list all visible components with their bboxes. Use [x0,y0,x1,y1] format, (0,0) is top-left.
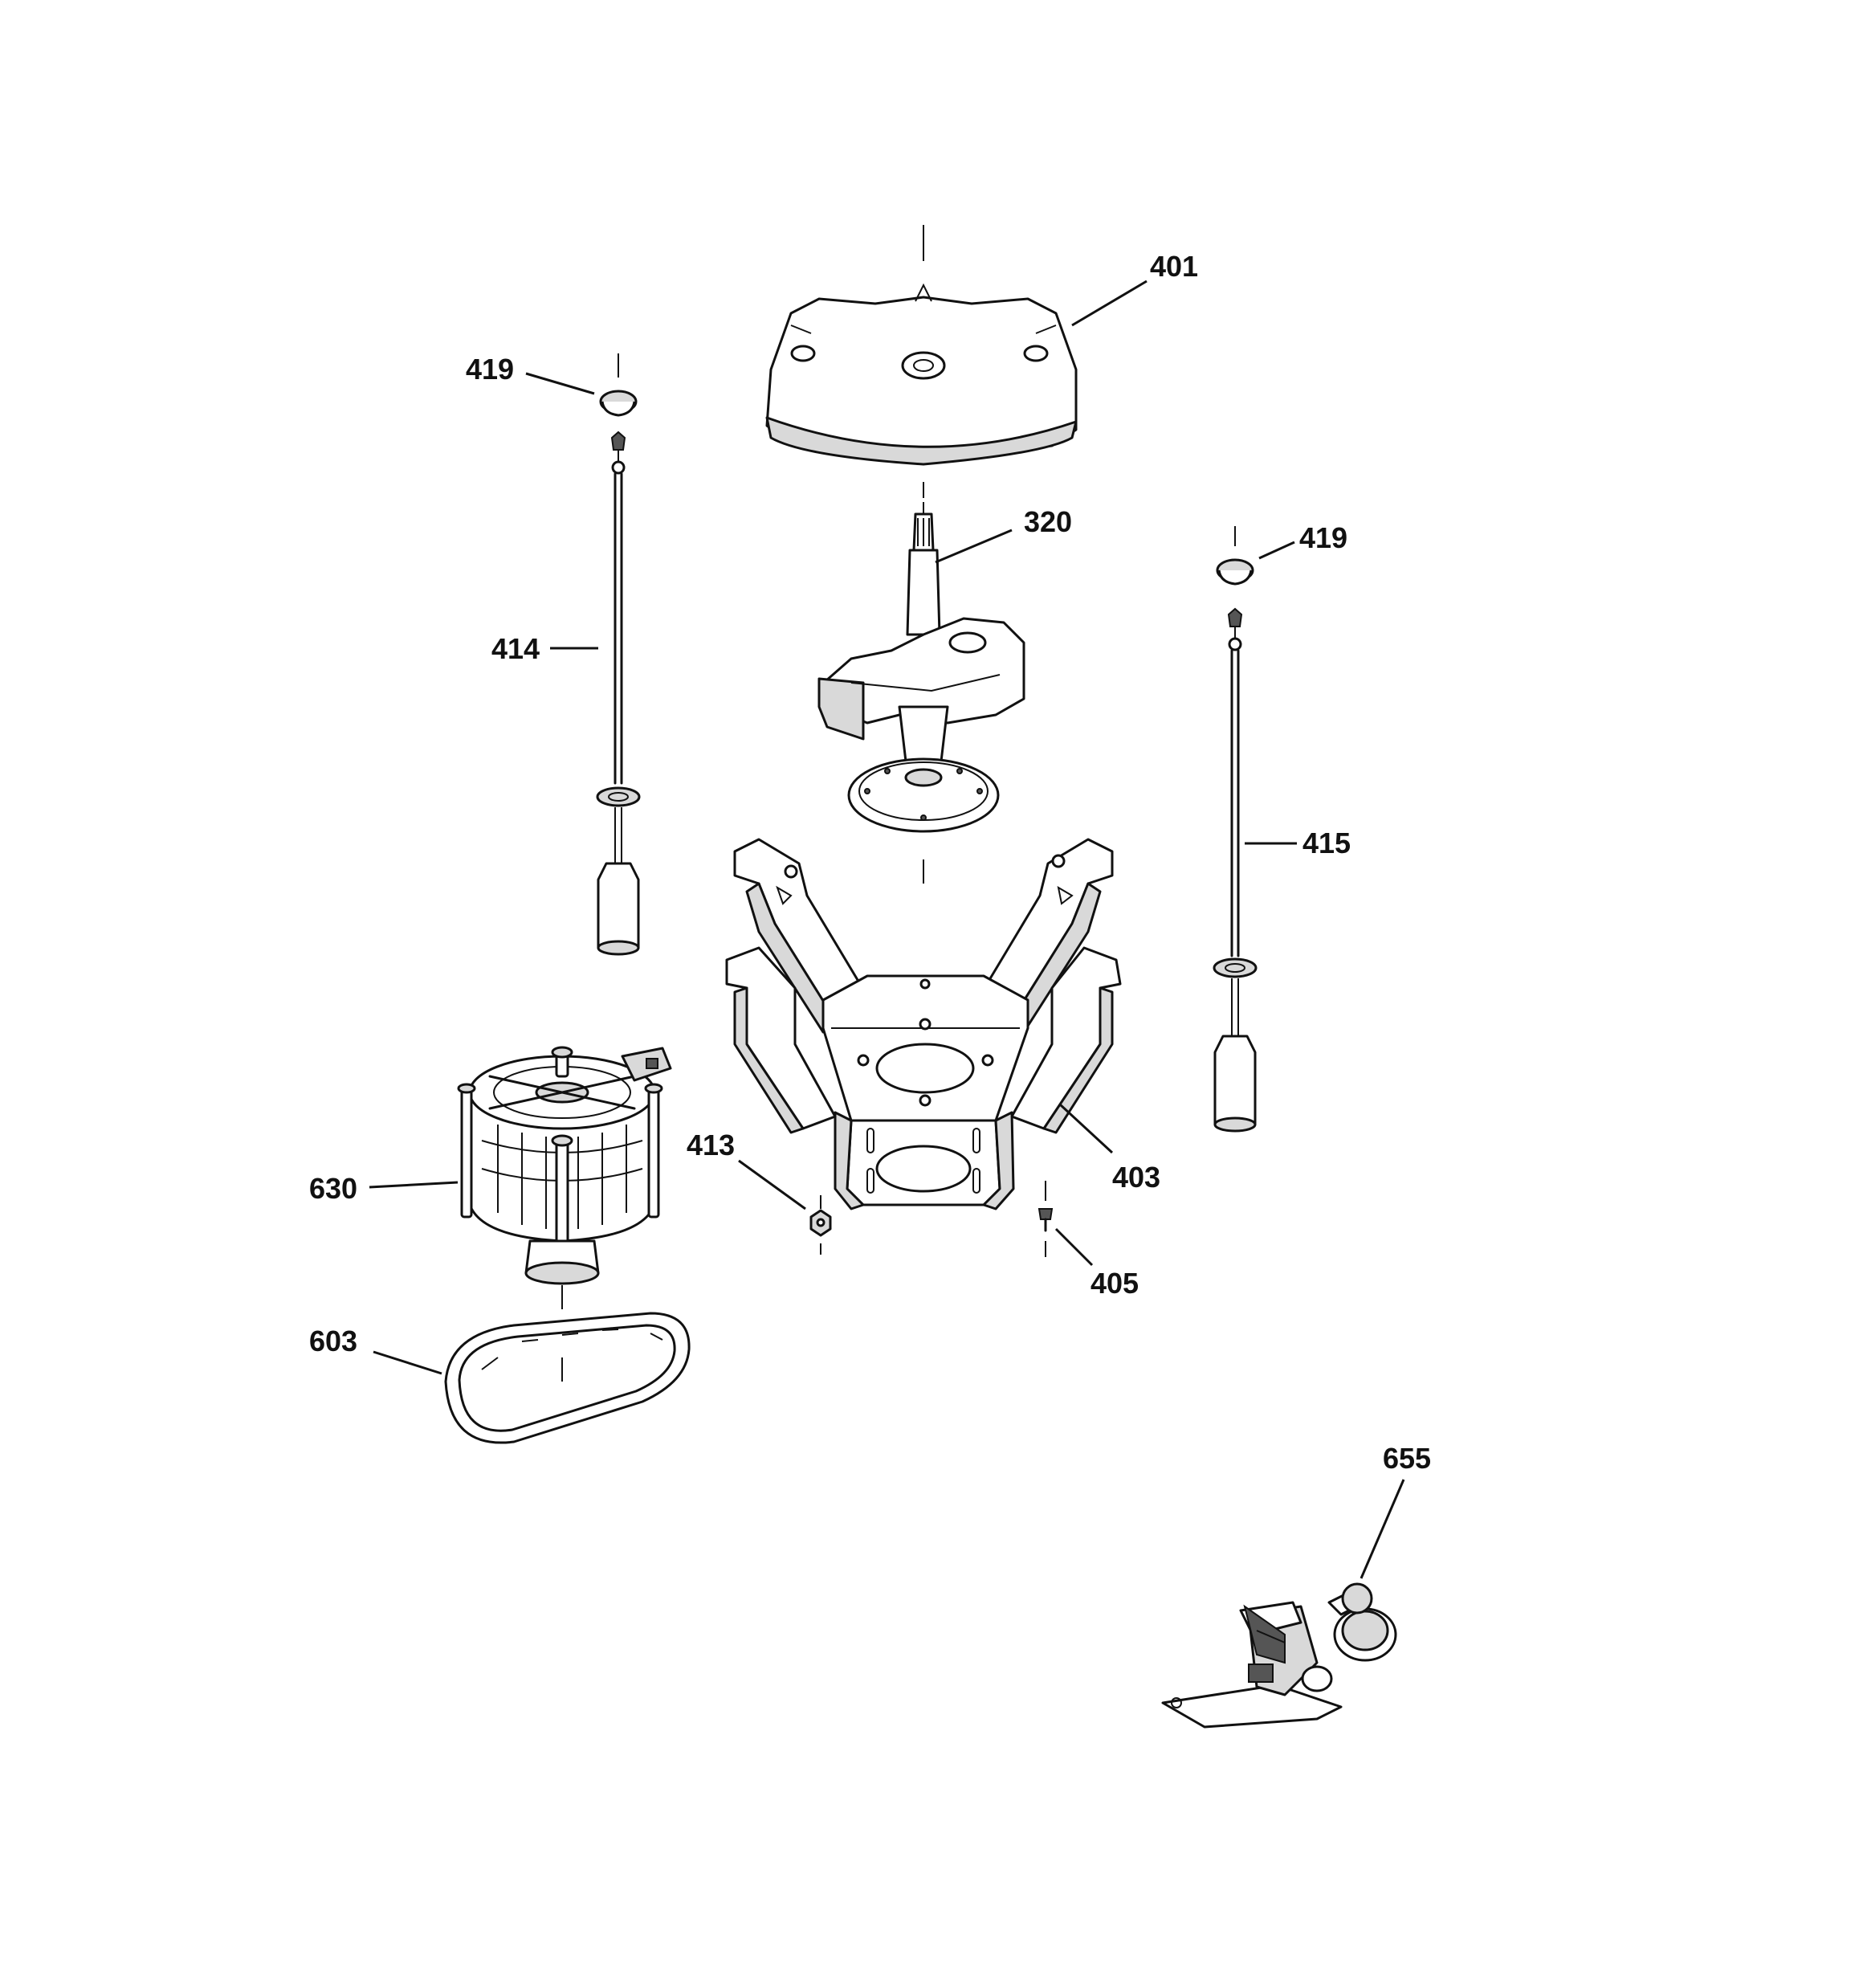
part-419-left-cap [599,353,638,417]
label-419-left: 419 [466,353,514,386]
label-414: 414 [491,632,540,665]
label-419-right: 419 [1299,521,1347,554]
callout-403: 403 [1058,1103,1160,1194]
part-655-pump [1161,1582,1397,1729]
callout-405: 405 [1054,1227,1139,1300]
part-401-tub-shield [765,225,1078,498]
part-320-transmission [817,502,1025,884]
label-405: 405 [1090,1267,1139,1300]
callout-415: 415 [1245,827,1351,859]
part-415-suspension-rod [1213,607,1258,1133]
label-403: 403 [1112,1161,1160,1194]
callout-419-right: 419 [1258,521,1347,560]
part-414-suspension-rod [596,431,641,956]
callout-603: 603 [309,1325,442,1375]
label-603: 603 [309,1325,357,1357]
callout-414: 414 [491,632,598,665]
part-403-mounting-bracket [725,838,1122,1210]
label-413: 413 [687,1129,735,1161]
part-419-right-cap [1216,526,1254,586]
label-655: 655 [1383,1442,1431,1475]
part-630-motor [457,1046,672,1309]
part-603-belt [444,1312,691,1444]
label-320: 320 [1024,505,1072,538]
label-401: 401 [1150,250,1198,283]
callout-320: 320 [935,505,1072,564]
part-413-nut [809,1195,832,1255]
callout-419-left: 419 [466,353,595,395]
label-415: 415 [1302,827,1351,859]
callout-401: 401 [1071,250,1198,327]
callout-630: 630 [309,1172,459,1205]
callout-655: 655 [1360,1442,1431,1579]
callout-413: 413 [687,1129,806,1210]
label-630: 630 [309,1172,357,1205]
part-405-screw [1037,1181,1054,1257]
